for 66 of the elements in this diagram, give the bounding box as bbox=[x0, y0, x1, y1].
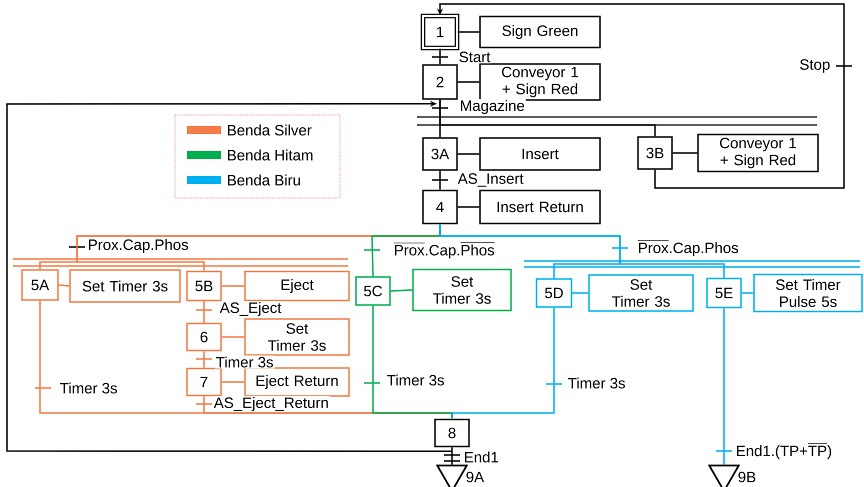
action-box: Set Timer Pulse 5s bbox=[753, 274, 863, 312]
action-link bbox=[458, 81, 480, 83]
edge-label: End1 bbox=[462, 450, 500, 464]
action-link bbox=[458, 153, 480, 155]
step-label: 9B bbox=[738, 472, 756, 482]
step-box: 2 bbox=[422, 64, 458, 100]
flow-line bbox=[439, 224, 725, 278]
edge-label: AS_Eject bbox=[218, 301, 282, 317]
flow-line bbox=[439, 170, 441, 190]
action-link bbox=[390, 289, 412, 292]
action-link bbox=[222, 285, 244, 287]
step-label: 9A bbox=[466, 472, 484, 482]
edge-label: Timer 3s bbox=[386, 374, 446, 386]
legend-label: Benda Biru bbox=[228, 174, 300, 186]
flow-line bbox=[203, 351, 205, 368]
action-link bbox=[458, 31, 480, 33]
step-box: 8 bbox=[434, 418, 470, 448]
edge-label: Timer 3s bbox=[214, 356, 275, 369]
flow-line bbox=[723, 308, 725, 465]
action-box: Set Timer 3s bbox=[412, 268, 512, 312]
action-link bbox=[58, 284, 70, 287]
step-box: 5B bbox=[186, 270, 222, 302]
action-box: Set Timer 3s bbox=[244, 318, 350, 356]
edge-label: $\overline{\text{Prox}}\text{.Cap.}\overline{\text{Phos}}$ bbox=[392, 240, 496, 260]
step-box: 5C bbox=[355, 276, 391, 306]
edge-label: $\text{End1.(TP+}\overline{\text{TP}}\text{)}$ bbox=[734, 442, 834, 460]
edge-label: Timer 3s bbox=[566, 376, 627, 390]
step-box: 3A bbox=[422, 137, 458, 171]
action-link bbox=[572, 292, 588, 294]
action-link bbox=[458, 206, 480, 208]
edge-label: Timer 3s bbox=[58, 382, 119, 395]
step-box: 5E bbox=[706, 278, 742, 308]
action-link bbox=[222, 336, 244, 338]
edge-label: AS_Eject_Return bbox=[212, 396, 330, 412]
step-box: 7 bbox=[186, 368, 222, 396]
step-box: 5A bbox=[21, 269, 59, 301]
edge-label: AS_Insert bbox=[456, 172, 525, 188]
step-box: 6 bbox=[186, 322, 222, 352]
flow-line bbox=[203, 301, 205, 323]
flow-line bbox=[439, 100, 656, 136]
step-box: 5D bbox=[536, 278, 572, 308]
action-box: Insert Return bbox=[479, 190, 601, 224]
edge-label: Magazine bbox=[458, 99, 526, 115]
flow-line bbox=[451, 447, 453, 465]
action-link bbox=[742, 292, 754, 294]
edge-label: $\overline{\text{Prox}}\text{.Cap.Phos}$ bbox=[636, 238, 740, 258]
step-box: 3B bbox=[637, 136, 673, 170]
legend-label: Benda Hitam bbox=[228, 150, 312, 160]
action-box: Set Timer 3s bbox=[588, 274, 694, 312]
initial-step-box: 1 bbox=[420, 14, 460, 50]
edge-label: Prox.Cap.Phos bbox=[86, 238, 190, 254]
edge-label: Start bbox=[458, 50, 492, 64]
edge-label: Stop bbox=[798, 58, 832, 74]
action-link bbox=[222, 381, 244, 383]
arrow bbox=[6, 100, 452, 452]
flow-line bbox=[451, 308, 555, 419]
action-box: Sign Green bbox=[479, 16, 601, 48]
flow-line bbox=[439, 48, 441, 64]
action-link bbox=[672, 152, 698, 154]
legend-label: Benda Silver bbox=[228, 124, 312, 136]
action-box: Conveyor 1 + Sign Red bbox=[697, 134, 819, 172]
action-box: Insert bbox=[479, 137, 601, 171]
action-box: Set Timer 3s bbox=[69, 269, 181, 303]
step-box: 4 bbox=[422, 190, 458, 224]
action-box: Eject Return bbox=[244, 367, 350, 397]
action-box: Eject bbox=[244, 270, 350, 302]
